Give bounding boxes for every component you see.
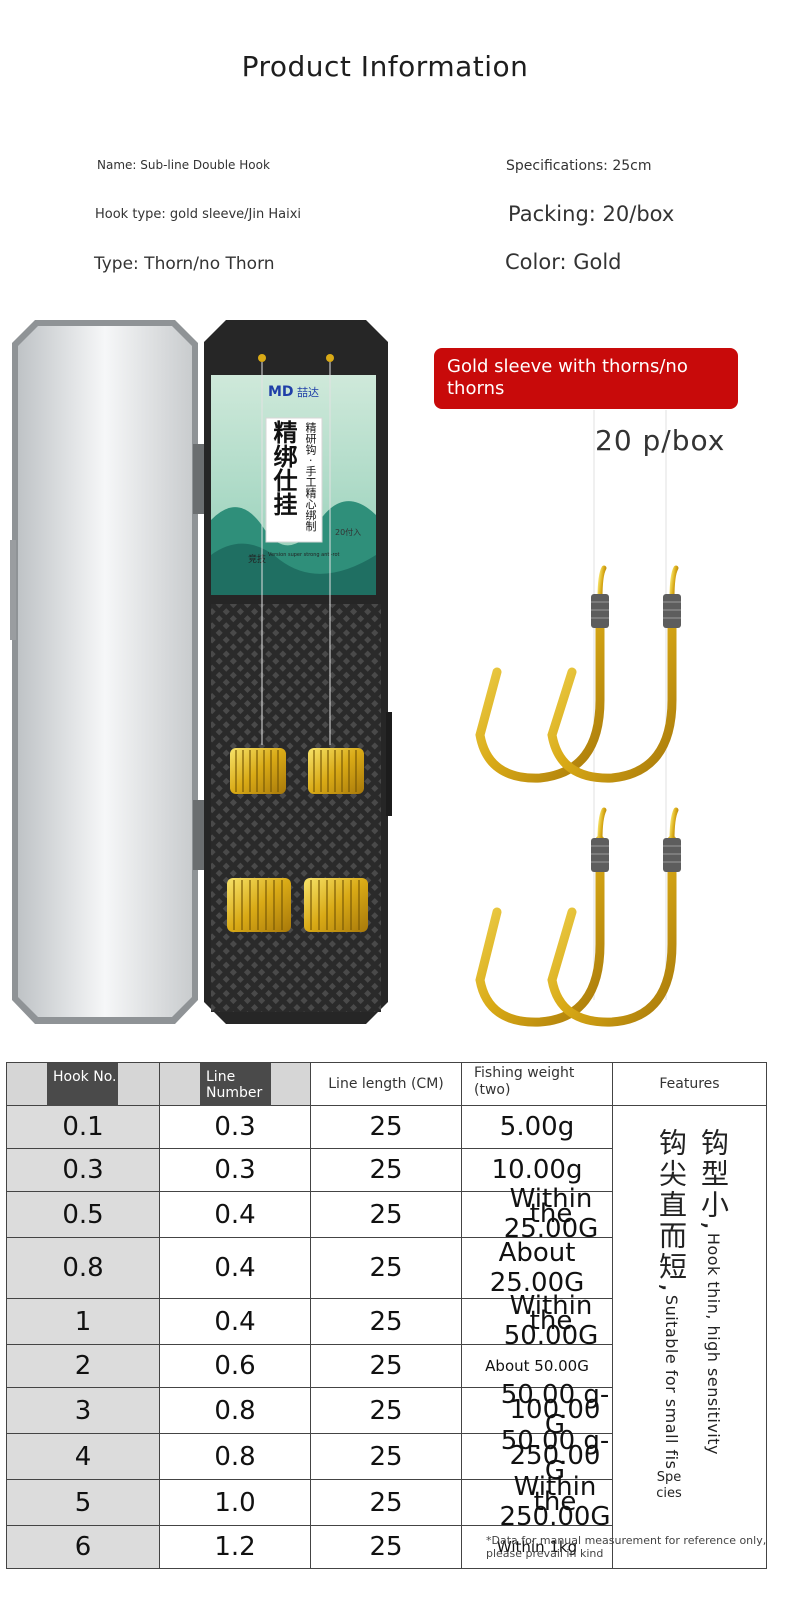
feature-col-2: 钩尖直而短,Suitable for small fis <box>655 1128 688 1470</box>
count-text: 20付入 <box>335 527 361 537</box>
table-row: 0.3 0.3 25 10.00g <box>6 1148 767 1192</box>
hook-set-bottom <box>475 807 679 1027</box>
cell-line-number: 0.8 <box>159 1433 311 1480</box>
cell-fishing-weight: About 25.00G <box>461 1237 613 1299</box>
cell-line-number: 0.4 <box>159 1298 311 1345</box>
features-cell: 钩型小,Hook thin, high sensitivity 钩尖直而短,Su… <box>612 1105 767 1569</box>
cell-line-length: 25 <box>310 1479 462 1526</box>
thorn-badge: Gold sleeve with thorns/no thorns <box>434 348 738 409</box>
packed-hooks <box>227 748 368 932</box>
page-title: Product Information <box>241 50 529 83</box>
cell-line-number: 0.3 <box>159 1105 311 1149</box>
cell-fishing-weight: 5.00g <box>461 1105 613 1149</box>
cell-hook-no: 0.3 <box>6 1148 160 1192</box>
cell-line-length: 25 <box>310 1148 462 1192</box>
cell-fishing-weight: 50.00 g-100.00 G <box>461 1382 613 1438</box>
table-row: 0.1 0.3 25 5.00g 钩型小,Hook thin, high sen… <box>6 1105 767 1569</box>
cell-line-number: 1.2 <box>159 1525 311 1569</box>
cell-line-length: 25 <box>310 1433 462 1480</box>
cell-fishing-weight: Within the 50.00G <box>461 1293 613 1349</box>
table-row: 6 1.2 25 Within 1kg <box>6 1525 767 1569</box>
cell-line-length: 25 <box>310 1191 462 1238</box>
per-box-label: 20 p/box <box>595 424 726 457</box>
table-row: 3 0.8 25 50.00 g-100.00 G <box>6 1382 767 1438</box>
cell-line-length: 25 <box>310 1344 462 1388</box>
cell-hook-no: 2 <box>6 1344 160 1388</box>
cell-line-number: 1.0 <box>159 1479 311 1526</box>
reference-note: *Data for manual measurement for referen… <box>486 1534 767 1560</box>
header-hook-no: Hook No. <box>6 1062 160 1106</box>
hook-set-top <box>475 565 679 783</box>
cell-line-length: 25 <box>310 1387 462 1434</box>
product-illustration: MD 喆达 20付入 竞技 Version super strong anti-… <box>10 320 681 1027</box>
package-card: MD 喆达 20付入 竞技 Version super strong anti-… <box>211 375 376 595</box>
header-line-length: Line length (CM) <box>310 1062 462 1106</box>
info-hook-type: Hook type: gold sleeve/Jin Haixi <box>95 207 302 222</box>
cell-line-number: 0.3 <box>159 1148 311 1192</box>
header-fishing-weight: Fishing weight (two) <box>461 1062 613 1106</box>
cell-hook-no: 0.5 <box>6 1191 160 1238</box>
cell-line-length: 25 <box>310 1525 462 1569</box>
cell-fishing-weight: Within the 250.00G <box>461 1474 613 1530</box>
cell-hook-no: 1 <box>6 1298 160 1345</box>
cell-line-number: 0.4 <box>159 1237 311 1299</box>
info-color: Color: Gold <box>505 250 622 274</box>
cell-hook-no: 3 <box>6 1387 160 1434</box>
cell-hook-no: 4 <box>6 1433 160 1480</box>
info-name: Name: Sub-line Double Hook <box>97 158 270 172</box>
info-specifications: Specifications: 25cm <box>506 158 652 174</box>
cell-hook-no: 6 <box>6 1525 160 1569</box>
table-header-row: Hook No. Line Number Line length (CM) Fi… <box>6 1062 767 1106</box>
box-lid <box>10 320 205 1024</box>
info-packing: Packing: 20/box <box>508 202 675 226</box>
cell-line-number: 0.8 <box>159 1387 311 1434</box>
cell-line-number: 0.6 <box>159 1344 311 1388</box>
feature-tail: Species <box>656 1470 682 1501</box>
header-features: Features <box>612 1062 767 1106</box>
fishing-lines <box>261 362 667 1000</box>
cell-fishing-weight: Within the 25.00G <box>461 1186 613 1242</box>
cell-fishing-weight: 10.00g <box>461 1148 613 1192</box>
cell-line-length: 25 <box>310 1298 462 1345</box>
card-title: 精绑仕挂 <box>269 420 297 516</box>
cell-line-length: 25 <box>310 1105 462 1149</box>
table-row: 0.5 0.4 25 Within the 25.00G <box>6 1186 767 1242</box>
info-type: Type: Thorn/no Thorn <box>94 254 275 274</box>
cell-line-number: 0.4 <box>159 1191 311 1238</box>
cell-hook-no: 0.1 <box>6 1105 160 1149</box>
spec-table: Hook No. Line Number Line length (CM) Fi… <box>6 1062 767 1569</box>
cell-fishing-weight: 50.00 g-250.00 G <box>461 1428 613 1484</box>
cell-hook-no: 0.8 <box>6 1237 160 1299</box>
header-line-number: Line Number <box>159 1062 311 1106</box>
cell-line-length: 25 <box>310 1237 462 1299</box>
table-row: 4 0.8 25 50.00 g-250.00 G <box>6 1428 767 1484</box>
brand-text: 喆达 <box>297 386 319 399</box>
card-subtitle: 精研钩 · 手工精心绑制 <box>304 422 317 532</box>
cell-fishing-weight: About 50.00G <box>461 1344 613 1388</box>
feature-col-1: 钩型小,Hook thin, high sensitivity <box>697 1128 730 1455</box>
cell-hook-no: 5 <box>6 1479 160 1526</box>
svg-text:MD: MD <box>268 384 294 400</box>
series-text: 竞技 <box>248 553 266 565</box>
table-row: 2 0.6 25 About 50.00G <box>6 1344 767 1388</box>
card-small-text: Version super strong anti-rot <box>268 552 340 558</box>
